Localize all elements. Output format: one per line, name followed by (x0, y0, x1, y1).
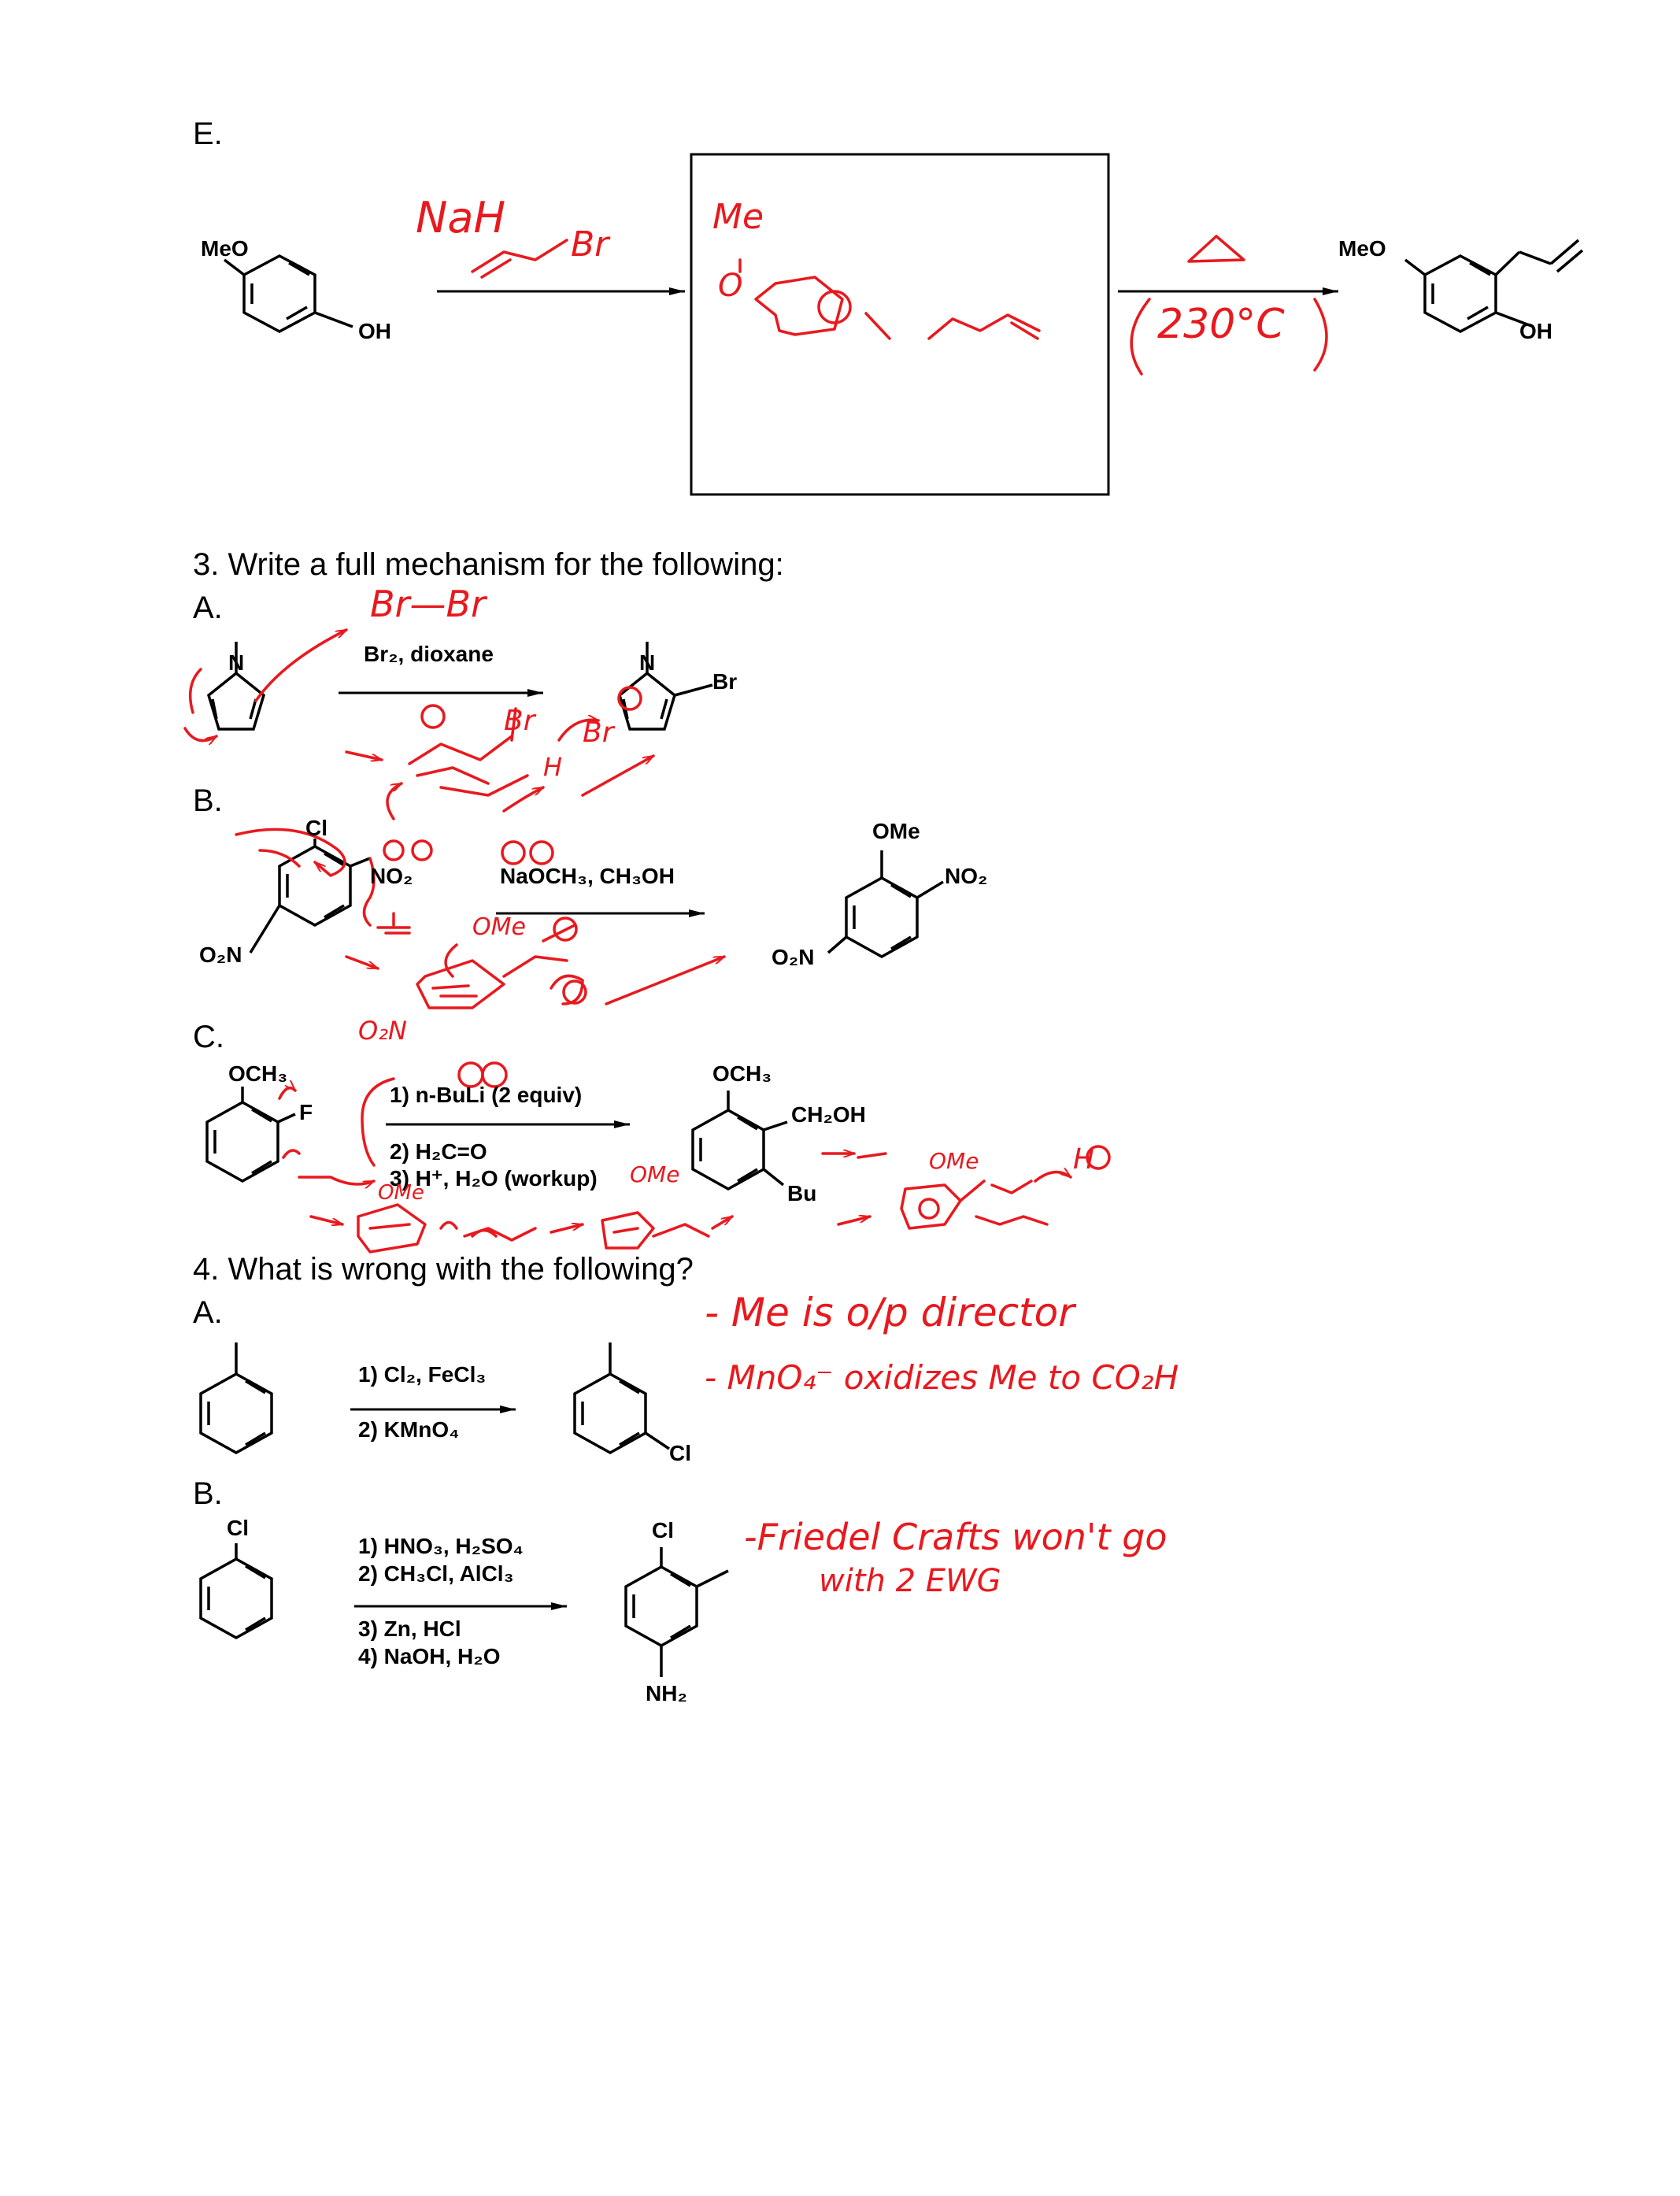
q3c-label: C. (193, 1020, 224, 1054)
4b-reagent-1: 1) HNO₃, H₂SO₄ (358, 1534, 524, 1558)
3c-reagent-3: 3) H⁺, H₂O (workup) (390, 1166, 598, 1191)
3b-product-ome-label: OMe (872, 819, 920, 843)
3b-hand-ome: OMe (472, 913, 526, 941)
3c-hand-mechanism (278, 1061, 1111, 1254)
e-hand-cyclopropane (1187, 235, 1245, 263)
3c-reagent-2: 2) H₂C=O (390, 1139, 487, 1164)
3b-reactant-o2n-label: O₂N (199, 942, 242, 967)
3c-product-bu-label: Bu (787, 1181, 817, 1205)
e-hand-allyl-bromide (471, 239, 568, 279)
3c-product-structure (691, 1091, 788, 1191)
e-hand-reagent-br: Br (571, 224, 609, 265)
3c-reagent-1: 1) n-BuLi (2 equiv) (390, 1083, 583, 1107)
3b-hand-mechanism (235, 828, 724, 1009)
4a-note-1: - Me is o/p director (705, 1290, 1075, 1335)
e-product-structure (1404, 239, 1584, 333)
q3-heading: 3. Write a full mechanism for the follow… (193, 547, 784, 582)
4b-product-structure (624, 1547, 729, 1677)
3c-hand-ome-1: OMe (630, 1161, 680, 1187)
4b-note-2: with 2 EWG (819, 1563, 1001, 1599)
e-reactant-meo-label: MeO (201, 236, 249, 261)
3b-product-structure (827, 850, 944, 959)
3b-product-o2n-label: O₂N (772, 945, 815, 969)
3c-product-och3-label: OCH₃ (712, 1061, 772, 1086)
4b-product-cl-label: Cl (652, 1518, 674, 1542)
q3a-label: A. (193, 591, 223, 625)
4b-reagent-2: 2) CH₃Cl, AlCl₃ (358, 1561, 514, 1586)
4b-reagent-4: 4) NaOH, H₂O (358, 1644, 501, 1668)
4a-reagent-2: 2) KMnO₄ (358, 1417, 460, 1442)
3c-product-ch2oh-label: CH₂OH (791, 1102, 866, 1127)
4b-reactant-cl-label: Cl (227, 1516, 249, 1540)
4b-note-1: -Friedel Crafts won't go (744, 1516, 1167, 1558)
4a-product-structure (573, 1342, 670, 1455)
3b-reactant-no2-label: NO₂ (370, 864, 413, 888)
q4b-label: B. (193, 1476, 223, 1511)
3a-product-n-label: N (639, 650, 656, 675)
3b-hand-o2n: O₂N (358, 1016, 407, 1046)
3a-product-br-label: Br (712, 669, 738, 694)
3a-hand-int-br: Br (504, 705, 535, 737)
e-product-oh-label: OH (1519, 319, 1552, 343)
4a-reactant-structure (199, 1342, 273, 1455)
3b-reagent-label: NaOCH₃, CH₃OH (500, 864, 675, 888)
3c-hand-ome-2: OMe (378, 1181, 424, 1205)
q3b-label: B. (193, 783, 223, 818)
e-hand-paren (1130, 298, 1328, 376)
3c-reactant-structure (205, 1087, 296, 1183)
e-product-meo-label: MeO (1338, 236, 1386, 261)
q4-heading: 4. What is wrong with the following? (193, 1252, 694, 1287)
e-reactant-structure (223, 254, 353, 333)
e-hand-reagent-nah: NaH (416, 193, 506, 243)
3a-reactant-structure (206, 642, 266, 731)
q4a-label: A. (193, 1295, 223, 1330)
4a-note-2: - MnO₄⁻ oxidizes Me to CO₂H (705, 1358, 1179, 1397)
e-answer-box (690, 153, 1110, 496)
3a-reagent-label: Br₂, dioxane (364, 642, 494, 666)
3b-product-no2-label: NO₂ (945, 864, 988, 888)
3b-reactant-cl-label: Cl (305, 816, 327, 840)
section-e-label: E. (193, 117, 223, 151)
3a-hand-int-h: H (543, 752, 563, 782)
3c-reactant-och3-label: OCH₃ (228, 1061, 288, 1086)
4a-reagent-1: 1) Cl₂, FeCl₃ (358, 1362, 487, 1387)
e-reactant-oh-label: OH (358, 319, 391, 343)
e-hand-box-me: Me (712, 197, 764, 237)
3a-hand-int-br2: Br (583, 717, 614, 749)
3a-product-structure (617, 642, 713, 731)
3a-reactant-n-label: N (228, 650, 245, 675)
e-hand-box-o: O (718, 268, 743, 304)
3a-hand-mechanism (183, 628, 653, 820)
3c-reactant-f-label: F (299, 1100, 313, 1124)
e-hand-box-structure (738, 258, 1041, 340)
3c-hand-ome-3: OMe (929, 1148, 979, 1174)
3c-hand-h: H (1073, 1143, 1095, 1176)
e-hand-conditions: 230°C (1157, 301, 1285, 348)
3a-hand-br2: Br—Br (370, 583, 486, 625)
4a-product-cl-label: Cl (669, 1441, 691, 1465)
4b-reactant-structure (199, 1543, 273, 1640)
3b-reactant-structure (249, 839, 371, 954)
4b-reagent-3: 3) Zn, HCl (358, 1616, 461, 1641)
4b-product-nh2-label: NH₂ (646, 1681, 687, 1705)
